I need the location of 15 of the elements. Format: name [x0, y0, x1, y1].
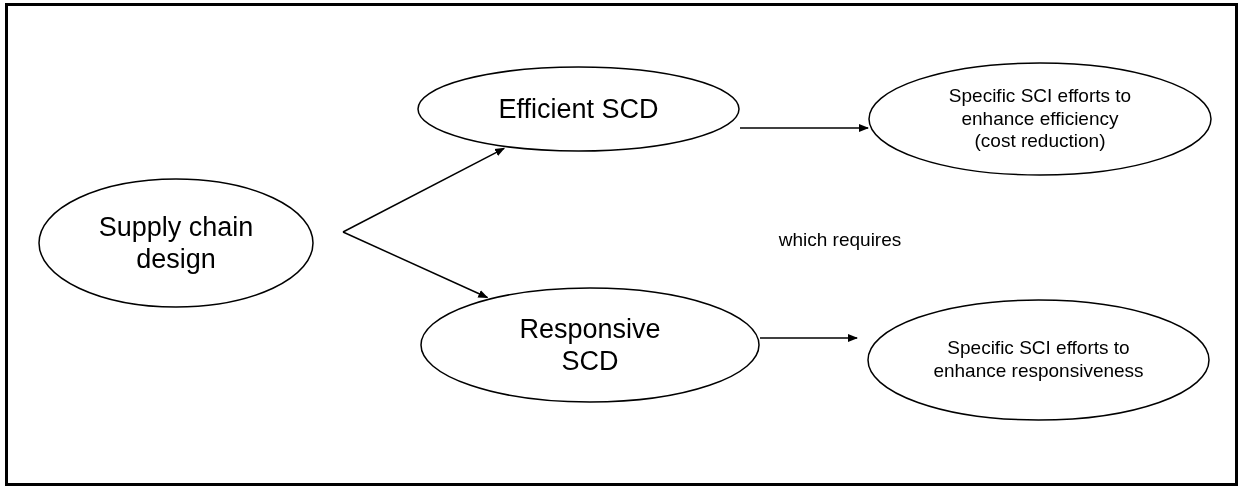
ellipse-node: [38, 178, 314, 308]
ellipse-node: [868, 62, 1212, 176]
node-text: Responsive SCD: [518, 312, 662, 378]
arrow: [342, 147, 506, 233]
arrow: [342, 231, 489, 299]
node-text: Specific SCI efforts to enhance efficiency (cost reduction): [947, 84, 1133, 154]
arrow: [759, 334, 858, 342]
node-text: Supply chain design: [97, 210, 255, 276]
node-text: Specific SCI efforts to enhance responsiveness: [932, 337, 1145, 383]
ellipse-node: [417, 66, 740, 152]
node-text: Efficient SCD: [498, 92, 659, 126]
annotation-text: which requires: [777, 228, 903, 252]
arrow: [739, 124, 869, 132]
ellipse-node: [420, 287, 760, 403]
ellipse-node: [867, 299, 1210, 421]
